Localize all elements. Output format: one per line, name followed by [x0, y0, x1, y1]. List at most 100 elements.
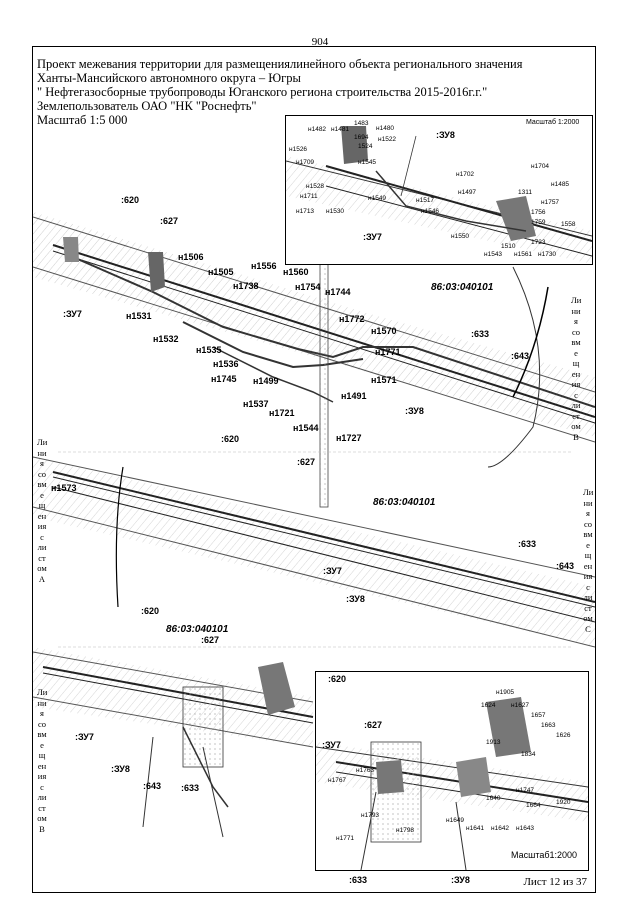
point-label: н1643: [516, 825, 534, 832]
point-label: н1627: [511, 702, 529, 709]
point-label: 1834: [521, 751, 536, 758]
point-label: н1480: [376, 125, 394, 132]
point-label: 1524: [358, 143, 373, 150]
point-label: н1543: [484, 251, 502, 258]
point-label: н1535: [196, 345, 221, 355]
point-label: н1771: [375, 347, 400, 357]
point-label: н1772: [339, 314, 364, 324]
point-label: н1642: [491, 825, 509, 832]
sheet-number: Лист 12 из 37: [523, 876, 587, 888]
parcel-label-627-bottom: :627: [201, 635, 219, 645]
point-label: н1738: [233, 281, 258, 291]
point-label: н1536: [213, 359, 238, 369]
section-1-corridor: [33, 212, 595, 508]
point-label: н1485: [551, 181, 569, 188]
parcel-label-633-bottom: :633: [181, 783, 199, 793]
parcel-label-633-middle: :633: [518, 539, 536, 549]
point-label: 1311: [518, 189, 532, 196]
point-label: н1747: [516, 787, 534, 794]
point-label: н1713: [296, 208, 314, 215]
point-label: н1745: [211, 374, 236, 384]
parcel-label-643-bottom: :643: [143, 781, 161, 791]
cadastral-block-label-top: 86:03:040101: [431, 282, 494, 293]
inset-top-scale: Масштаб 1:2000: [526, 118, 579, 126]
inset-map-bottom: :620 :627 :ЗУ7 н1905 1624 н1627 1657 166…: [315, 671, 589, 871]
point-label-middle: н1573: [51, 483, 76, 493]
map-sheet-frame: Проект межевания территории для размещен…: [32, 46, 596, 893]
point-label: н1709: [296, 159, 314, 166]
point-label: н1757: [541, 199, 559, 206]
header-line-3: " Нефтегазосборные трубопроводы Юганског…: [37, 85, 488, 99]
point-label: н1727: [336, 433, 361, 443]
map-drawing: 86:03:040101 86:03:040101 86:03:040101 :…: [33, 195, 595, 885]
point-label: н1505: [208, 267, 233, 277]
cadastral-block-label-bottom: 86:03:040101: [166, 624, 229, 635]
point-label: н1528: [306, 183, 324, 190]
point-label: н1545: [358, 159, 376, 166]
inset-bottom-parcel-zu7: :ЗУ7: [322, 740, 341, 750]
point-label: н1721: [269, 408, 294, 418]
point-label: н1491: [341, 391, 366, 401]
point-labels-top: н1506 н1505 н1556 н1560 н1738 н1754 н174…: [126, 252, 400, 443]
point-label: н1549: [368, 195, 386, 202]
point-label: н1522: [378, 136, 396, 143]
inset-bottom-parcel-627: :627: [364, 720, 382, 730]
point-label: н1517: [416, 197, 434, 204]
header-line-1: Проект межевания территории для размещен…: [37, 57, 523, 71]
inset-bottom-scale: Масштаб1:2000: [511, 850, 577, 860]
point-label: н1767: [328, 777, 346, 784]
point-label: н1702: [456, 171, 474, 178]
point-label: н1793: [361, 812, 379, 819]
parcel-label-zu8-bottom: :ЗУ8: [111, 764, 130, 774]
parcel-label-627-middle: :627: [297, 457, 315, 467]
point-label: н1537: [243, 399, 268, 409]
point-label: н1497: [458, 189, 476, 196]
point-label: н1550: [451, 233, 469, 240]
point-label: н1560: [283, 267, 308, 277]
inset-map-top: :ЗУ8 :ЗУ7 1483 н1480 н1482 н1481 1694 н1…: [285, 115, 593, 265]
inset-top-parcel-zu8: :ЗУ8: [436, 130, 455, 140]
point-label: н1544: [293, 423, 318, 433]
parcel-label-zu7: :ЗУ7: [63, 309, 82, 319]
point-label: н1649: [446, 817, 464, 824]
parcel-label-643: :643: [511, 351, 529, 361]
point-label: 1640: [486, 795, 501, 802]
point-label: н1798: [396, 827, 414, 834]
point-label: н1754: [295, 282, 320, 292]
point-label: 1624: [481, 702, 496, 709]
point-label: н1499: [253, 376, 278, 386]
point-label: н1561: [514, 251, 532, 258]
point-label: 1756: [531, 209, 546, 216]
point-label: 1723: [531, 239, 546, 246]
point-label: н1730: [538, 251, 556, 258]
point-label: н1571: [371, 375, 396, 385]
parcel-label-zu7-bottom: :ЗУ7: [75, 732, 94, 742]
section-3-corridor: [33, 647, 314, 838]
parcel-label-zu8: :ЗУ8: [405, 406, 424, 416]
parcel-label-643-middle: :643: [556, 561, 574, 571]
parcel-label-633-footer: :633: [349, 875, 367, 885]
point-label: 1663: [541, 722, 556, 729]
point-label: н1482: [308, 126, 326, 133]
point-label: 1510: [501, 243, 516, 250]
point-label: 1920: [556, 799, 571, 806]
parcel-label-zu8-middle: :ЗУ8: [346, 594, 365, 604]
header-line-5: Масштаб 1:5 000: [37, 113, 128, 127]
parcel-label-633: :633: [471, 329, 489, 339]
point-label: 1657: [531, 712, 546, 719]
point-label: н1641: [466, 825, 484, 832]
cadastral-block-label-middle: 86:03:040101: [373, 497, 436, 508]
point-label: 1483: [354, 120, 369, 127]
inset-bottom-parcel-620: :620: [328, 674, 346, 684]
point-label: 1694: [354, 134, 369, 141]
section-2-corridor: [33, 456, 595, 648]
parcel-label-620: :620: [121, 195, 139, 205]
point-label: н1711: [300, 193, 318, 200]
parcel-label-zu7-middle: :ЗУ7: [323, 566, 342, 576]
point-label: н1546: [421, 208, 439, 215]
point-label: н1530: [326, 208, 344, 215]
parcel-label-620-bottom: :620: [141, 606, 159, 616]
